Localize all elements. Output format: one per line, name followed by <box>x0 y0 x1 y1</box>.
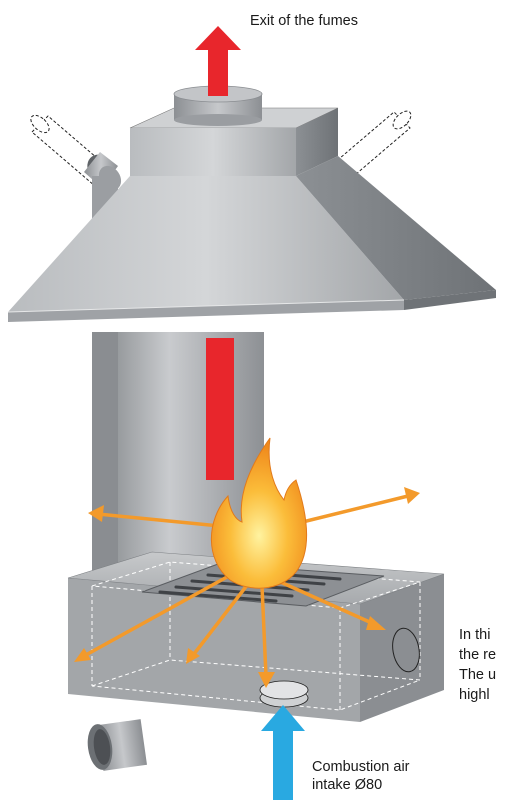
fume-flow-band <box>206 338 234 480</box>
air-intake-label: Combustion air intake Ø80 <box>312 758 410 794</box>
fume-exit-label: Exit of the fumes <box>250 12 358 30</box>
air-intake-label-line-1: Combustion air <box>312 758 410 776</box>
side-note-line: highl <box>459 686 496 706</box>
side-note: In thi the re The u highl <box>459 626 496 706</box>
side-note-line: the re <box>459 646 496 666</box>
fume-exit-arrow <box>195 26 241 96</box>
side-note-line: The u <box>459 666 496 686</box>
side-air-inlet <box>85 719 147 771</box>
air-intake-label-line-2: intake Ø80 <box>312 776 410 794</box>
air-intake-arrow <box>261 705 305 800</box>
side-note-line: In thi <box>459 626 496 646</box>
hood-body <box>8 156 496 322</box>
